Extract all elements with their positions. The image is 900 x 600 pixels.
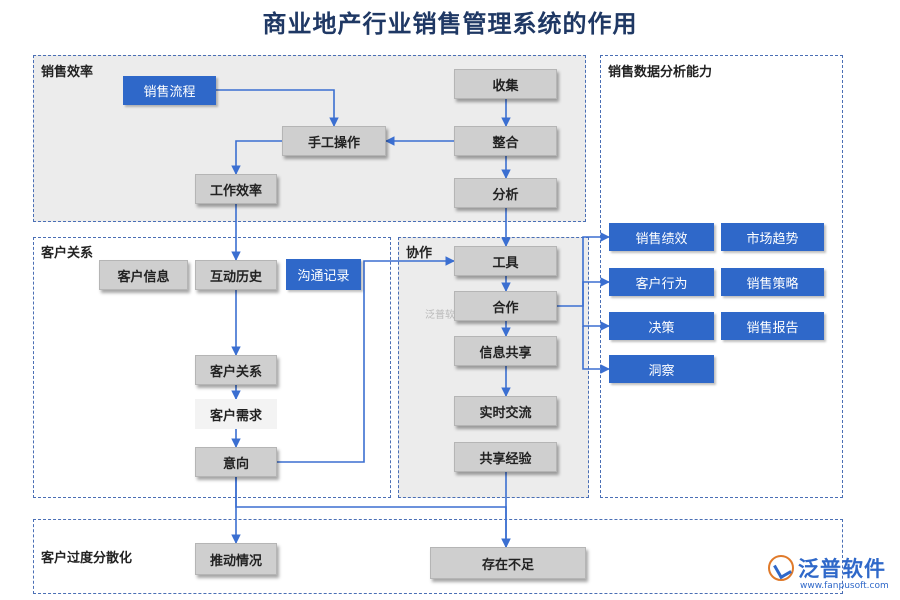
- arrow-process-to-manual: [216, 89, 339, 127]
- arrow-cooperate-to-insight: [582, 326, 610, 374]
- node-tools: 工具: [454, 246, 557, 276]
- logo-name: 泛普软件: [798, 557, 886, 581]
- section-label-analysis: 销售数据分析能力: [608, 65, 713, 80]
- node-market-trend: 市场趋势: [721, 223, 824, 251]
- logo-icon: [768, 555, 794, 581]
- node-decision: 决策: [609, 312, 714, 340]
- panel-customer-dispersion: [33, 519, 843, 594]
- panel-sales-data-analysis: [600, 55, 843, 498]
- node-share-experience: 共享经验: [454, 442, 557, 472]
- node-analyze: 分析: [454, 178, 557, 208]
- arrow-cooperate-to-decision: [582, 306, 610, 331]
- node-sales-performance: 销售绩效: [609, 223, 714, 251]
- node-sales-process: 销售流程: [123, 76, 216, 105]
- arrow-manual-to-workeff: [231, 140, 282, 175]
- logo-url: www.fanpusoft.com: [800, 581, 889, 591]
- node-customer-relations: 客户关系: [195, 355, 277, 385]
- node-customer-info: 客户信息: [99, 260, 188, 290]
- node-sales-report: 销售报告: [721, 312, 824, 340]
- node-insight: 洞察: [609, 355, 714, 383]
- node-intent: 意向: [195, 447, 277, 477]
- section-label-dispersion: 客户过度分散化: [41, 551, 133, 566]
- node-push-status: 推动情况: [195, 543, 277, 575]
- node-customer-needs: 客户需求: [195, 399, 277, 429]
- node-interaction-history: 互动历史: [195, 260, 277, 290]
- node-realtime-exchange: 实时交流: [454, 396, 557, 426]
- arrow-cooperate-to-behavior: [582, 277, 610, 306]
- brand-logo: 泛普软件: [768, 553, 886, 583]
- watermark-small: 泛普软件: [425, 310, 465, 321]
- page-title: 商业地产行业销售管理系统的作用: [262, 9, 638, 38]
- arrow-intent-to-shortfall: [235, 477, 511, 548]
- node-collect: 收集: [454, 69, 557, 99]
- node-cooperate: 合作: [454, 291, 557, 321]
- node-shortfall: 存在不足: [430, 547, 586, 579]
- node-customer-behavior: 客户行为: [609, 268, 714, 296]
- section-label-customer: 客户关系: [41, 246, 94, 261]
- arrow-cooperate-to-perf: [557, 232, 610, 307]
- node-integrate: 整合: [454, 126, 557, 156]
- section-label-collab: 协作: [406, 246, 433, 261]
- section-label-efficiency: 销售效率: [41, 65, 94, 80]
- node-communication-record: 沟通记录: [286, 259, 361, 290]
- node-manual-operation: 手工操作: [282, 126, 386, 156]
- arrow-intent-to-tools: [276, 256, 455, 463]
- panel-customer-relations: [33, 237, 391, 498]
- node-sales-strategy: 销售策略: [721, 268, 824, 296]
- node-info-sharing: 信息共享: [454, 336, 557, 366]
- node-work-efficiency: 工作效率: [195, 174, 277, 204]
